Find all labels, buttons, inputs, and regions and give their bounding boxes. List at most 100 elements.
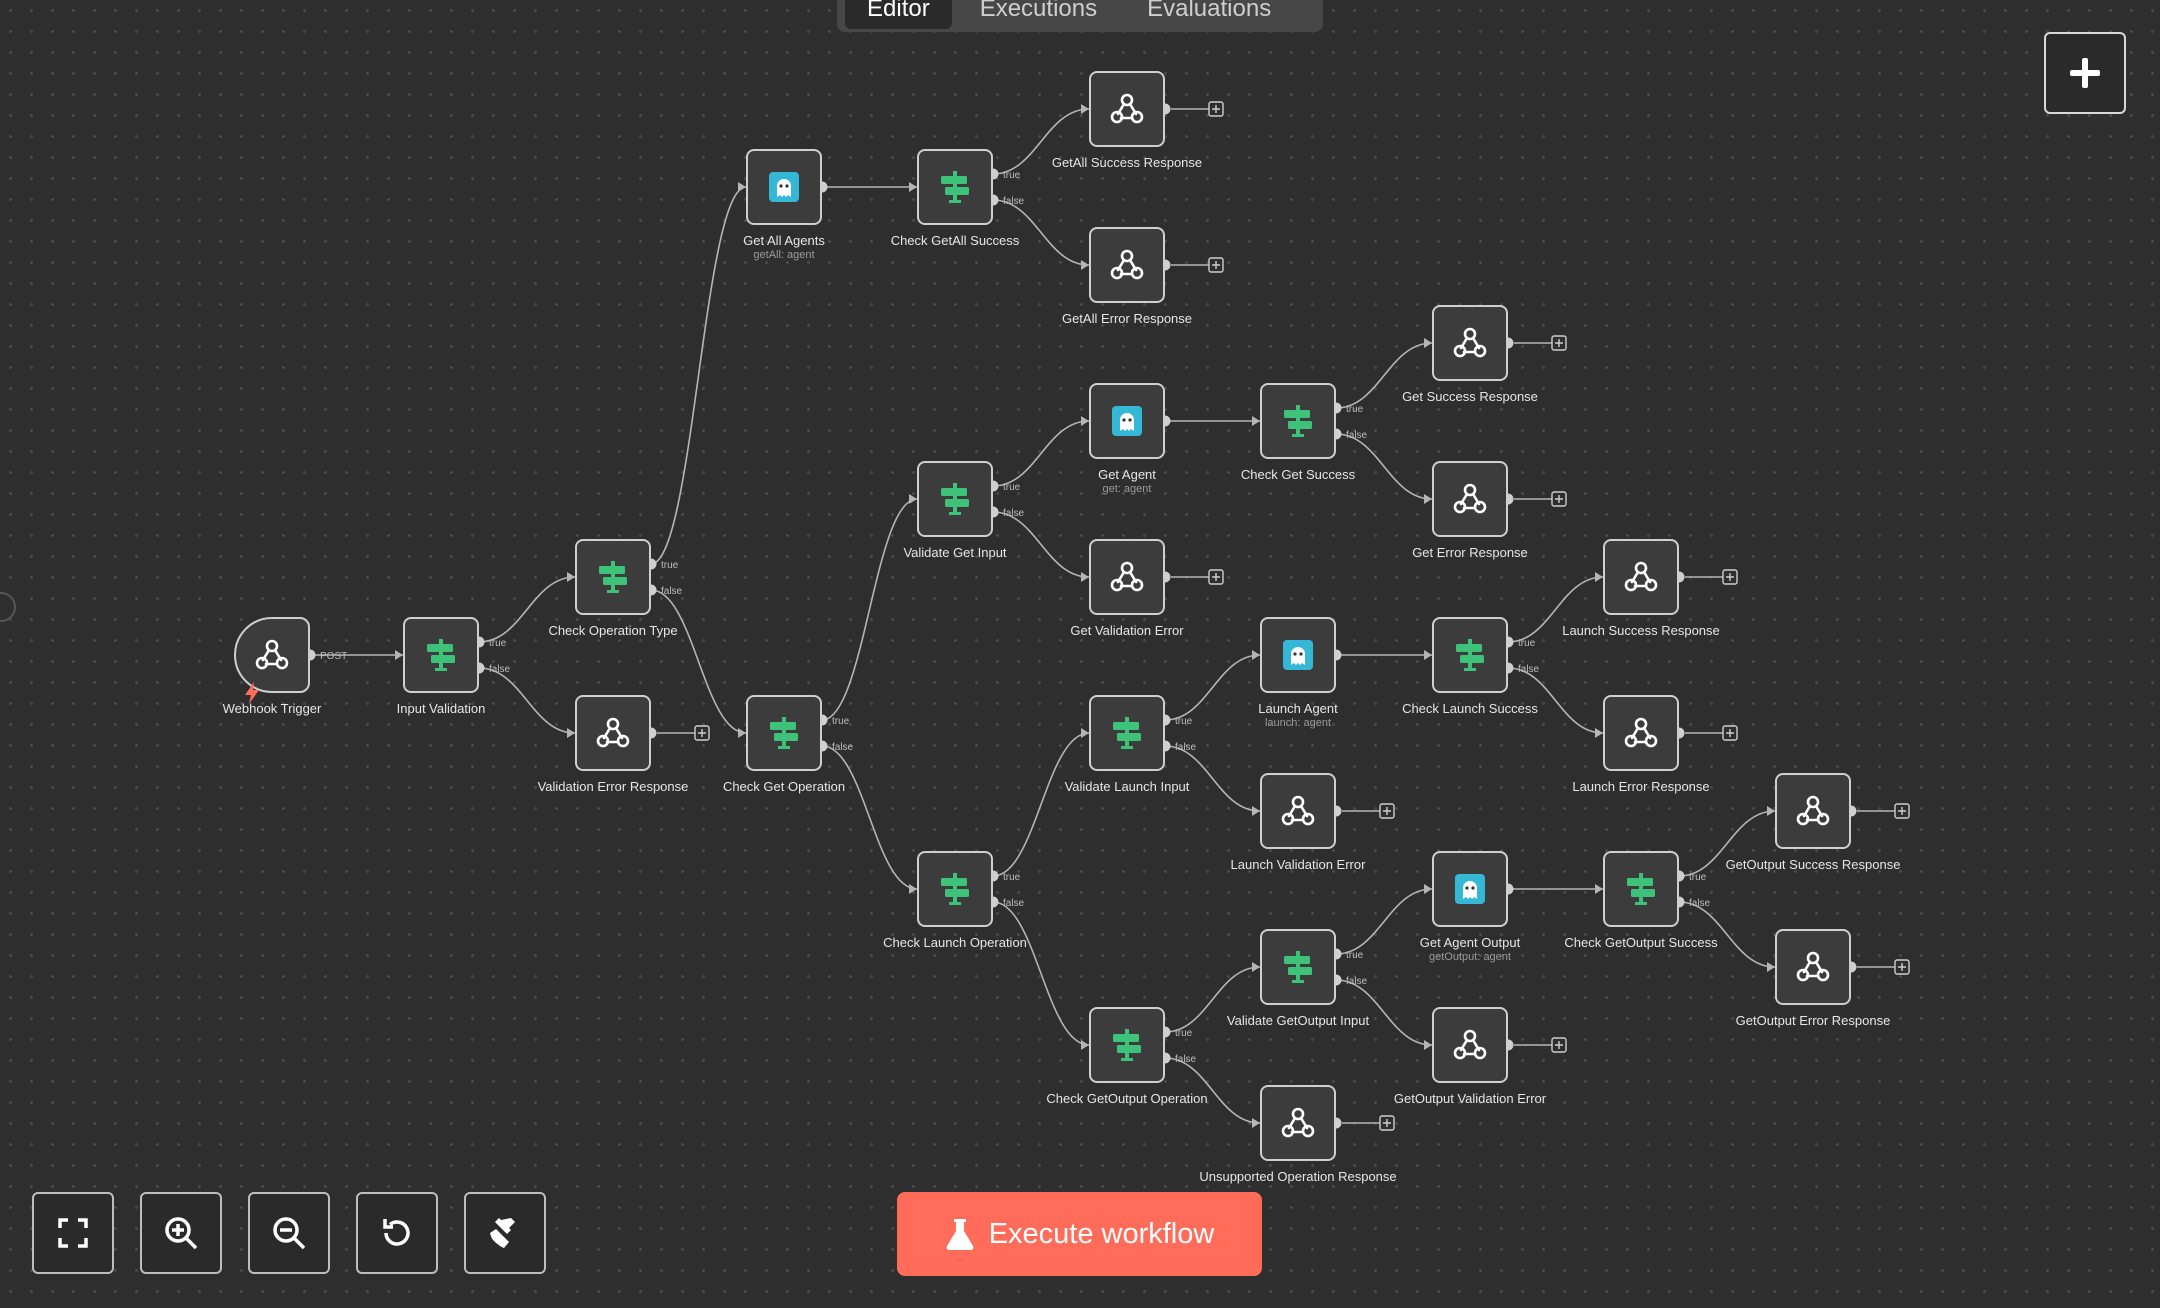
node-getoutput-validation-error[interactable]: [1432, 1007, 1508, 1083]
node-label: GetOutput Validation Error: [1393, 1091, 1547, 1106]
node-validate-launch-input[interactable]: [1089, 695, 1165, 771]
node-launch-error-response[interactable]: [1603, 695, 1679, 771]
connection-arrow: [738, 182, 746, 192]
branch-label: true: [1346, 950, 1364, 961]
node-get-success-response[interactable]: [1432, 305, 1508, 381]
node-check-operation-type[interactable]: [575, 539, 651, 615]
agent-icon: [769, 172, 799, 202]
connection-line[interactable]: [478, 667, 576, 734]
zoom-out-button[interactable]: [248, 1192, 330, 1274]
plus-icon: [1555, 495, 1563, 503]
if-signpost-icon: [1113, 1029, 1141, 1061]
zoom-out-icon: [273, 1217, 306, 1250]
plus-icon: [1212, 573, 1220, 581]
node-getall-error-response[interactable]: [1089, 227, 1165, 303]
execute-workflow-button[interactable]: Execute workflow: [897, 1192, 1262, 1276]
if-signpost-icon: [1456, 639, 1484, 671]
branch-label: true: [661, 560, 679, 571]
node-check-launch-operation[interactable]: [917, 851, 993, 927]
node-validation-error-response[interactable]: [575, 695, 651, 771]
connection-line[interactable]: [1164, 1057, 1261, 1124]
connection-line[interactable]: [1335, 888, 1433, 955]
tidy-up-button[interactable]: [464, 1192, 546, 1274]
node-webhook-trigger[interactable]: [234, 617, 310, 693]
connection-line[interactable]: [1335, 979, 1433, 1046]
plus-icon: [1212, 105, 1220, 113]
connection-line[interactable]: [1164, 654, 1261, 721]
connection-line[interactable]: [1164, 745, 1261, 812]
connection-line[interactable]: [1335, 433, 1433, 500]
branch-label: true: [1003, 872, 1021, 883]
connection-line[interactable]: [992, 108, 1090, 175]
if-signpost-icon: [1284, 405, 1312, 437]
connection-arrow: [1252, 650, 1260, 660]
connection-line[interactable]: [1678, 901, 1776, 968]
node-check-get-success[interactable]: [1260, 383, 1336, 459]
connection-line[interactable]: [992, 420, 1090, 487]
connection-arrow: [1595, 884, 1603, 894]
add-node-button[interactable]: [2044, 32, 2126, 114]
connection-line[interactable]: [1678, 810, 1776, 877]
connection-line[interactable]: [821, 745, 918, 890]
node-getoutput-success-response[interactable]: [1775, 773, 1851, 849]
connection-arrow: [1252, 962, 1260, 972]
reset-zoom-button[interactable]: [356, 1192, 438, 1274]
node-getoutput-error-response[interactable]: [1775, 929, 1851, 1005]
connection-line[interactable]: [1507, 576, 1604, 643]
plus-icon: [1383, 1119, 1391, 1127]
connection-arrow: [909, 182, 917, 192]
connection-line[interactable]: [1164, 966, 1261, 1033]
node-get-all-agents[interactable]: [746, 149, 822, 225]
branch-label: false: [1175, 1054, 1197, 1065]
node-label: Get Success Response: [1402, 389, 1538, 404]
node-get-agent[interactable]: [1089, 383, 1165, 459]
connection-line[interactable]: [650, 589, 747, 734]
node-input-validation[interactable]: [403, 617, 479, 693]
connection-arrow: [395, 650, 403, 660]
tab-evaluations[interactable]: Evaluations: [1147, 0, 1272, 22]
node-check-getoutput-operation[interactable]: [1089, 1007, 1165, 1083]
node-subtitle: launch: agent: [1264, 717, 1332, 729]
connection-line[interactable]: [821, 498, 918, 721]
zoom-in-button[interactable]: [140, 1192, 222, 1274]
tab-editor[interactable]: Editor: [845, 0, 952, 29]
node-check-get-operation[interactable]: [746, 695, 822, 771]
fit-view-button[interactable]: [32, 1192, 114, 1274]
connection-line[interactable]: [478, 576, 576, 643]
node-validate-get-input[interactable]: [917, 461, 993, 537]
connection-arrow: [1081, 416, 1089, 426]
webhook-icon: [1281, 1107, 1315, 1138]
node-check-launch-success[interactable]: [1432, 617, 1508, 693]
tab-executions[interactable]: Executions: [979, 0, 1098, 22]
node-validate-getoutput-input[interactable]: [1260, 929, 1336, 1005]
node-unsupported-operation-response[interactable]: [1260, 1085, 1336, 1161]
plus-icon: [1898, 807, 1906, 815]
node-launch-success-response[interactable]: [1603, 539, 1679, 615]
branch-label: true: [1003, 170, 1021, 181]
node-label: Check GetAll Success: [890, 233, 1020, 248]
connection-line[interactable]: [1335, 342, 1433, 409]
branch-label: true: [1175, 716, 1193, 727]
connection-line[interactable]: [992, 199, 1090, 266]
connection-arrow: [738, 728, 746, 738]
connection-line[interactable]: [1507, 667, 1604, 734]
node-launch-validation-error[interactable]: [1260, 773, 1336, 849]
webhook-icon: [255, 639, 289, 670]
connection-line[interactable]: [650, 186, 747, 565]
connection-line[interactable]: [992, 901, 1090, 1046]
node-get-validation-error[interactable]: [1089, 539, 1165, 615]
connection-line[interactable]: [992, 732, 1090, 877]
branch-label: false: [1175, 742, 1197, 753]
branch-label: false: [1003, 196, 1025, 207]
node-label: Validate Launch Input: [1064, 779, 1190, 794]
branch-label: false: [1346, 430, 1368, 441]
connection-line[interactable]: [992, 511, 1090, 578]
node-check-getoutput-success[interactable]: [1603, 851, 1679, 927]
node-check-getall-success[interactable]: [917, 149, 993, 225]
node-get-agent-output[interactable]: [1432, 851, 1508, 927]
plus-icon: [698, 729, 706, 737]
node-get-error-response[interactable]: [1432, 461, 1508, 537]
node-getall-success-response[interactable]: [1089, 71, 1165, 147]
node-launch-agent[interactable]: [1260, 617, 1336, 693]
